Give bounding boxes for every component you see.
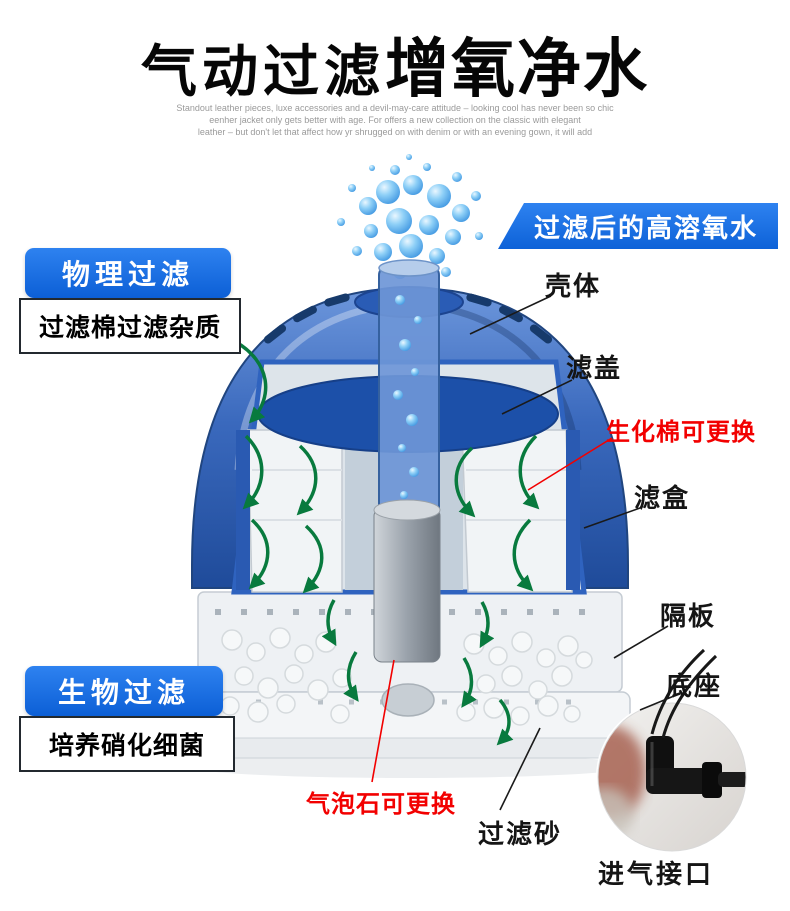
leader-line-filter-cover (501, 379, 573, 415)
leader-line-air-stone (371, 659, 395, 783)
label-air-inlet: 进气接口 (598, 859, 715, 889)
ground-shadow (185, 754, 635, 778)
page-title: 气动过滤增氧净水 (0, 18, 790, 110)
leader-line-partition (613, 625, 669, 659)
leader-line-filter-box (583, 507, 641, 529)
callout-physical-filter-desc: 过滤棉过滤杂质 (19, 298, 241, 354)
subtitle: Standout leather pieces, luxe accessorie… (0, 102, 790, 138)
callout-bio-filter-title: 生物过滤 (25, 666, 223, 716)
callout-bio-filter-desc: 培养硝化细菌 (19, 716, 235, 772)
water-flow-arrows (235, 340, 540, 746)
label-filter-cover: 滤盖 (566, 353, 623, 383)
filter-base (189, 591, 631, 759)
title-part-2: 增氧净水 (385, 33, 649, 105)
bio-filter-desc-text: 培养硝化细菌 (48, 732, 205, 760)
leader-line-bio-cotton (527, 437, 613, 491)
subtitle-line-1: Standout leather pieces, luxe accessorie… (176, 103, 614, 113)
title-part-1: 气动过滤 (141, 40, 385, 103)
label-partition: 隔板 (660, 601, 717, 631)
air-tubes (650, 648, 718, 739)
physical-filter-title-text: 物理过滤 (61, 259, 194, 290)
label-air-stone-replaceable: 气泡石可更换 (306, 791, 456, 818)
bubbles-cluster (337, 154, 483, 279)
label-shell: 壳体 (545, 271, 602, 301)
label-filter-box: 滤盒 (634, 483, 691, 513)
label-base: 底座 (666, 671, 723, 701)
center-tube (378, 259, 440, 519)
leader-line-base (639, 695, 675, 711)
banner-high-oxygen-water: 过滤后的高溶氧水 (498, 203, 778, 249)
subtitle-line-3: leather – but don't let that affect how … (197, 127, 593, 137)
callout-physical-filter-title: 物理过滤 (25, 248, 231, 298)
air-stone-cylinder (373, 499, 441, 663)
label-filter-sand: 过滤砂 (478, 819, 563, 849)
bio-filter-title-text: 生物过滤 (57, 677, 190, 708)
label-bio-cotton-replaceable: 生化棉可更换 (606, 419, 756, 446)
leader-lines (469, 295, 675, 811)
subtitle-line-2: eenher jacket only gets better with age.… (209, 115, 581, 125)
bio-balls (220, 627, 593, 726)
physical-filter-desc-text: 过滤棉过滤杂质 (38, 314, 221, 342)
leader-line-filter-sand (499, 727, 541, 811)
banner-label: 过滤后的高溶氧水 (533, 212, 758, 243)
red-leader-lines (371, 437, 613, 783)
leader-line-shell (469, 295, 552, 335)
tube-bubbles (393, 295, 422, 499)
dome-vent-slits (263, 293, 553, 344)
